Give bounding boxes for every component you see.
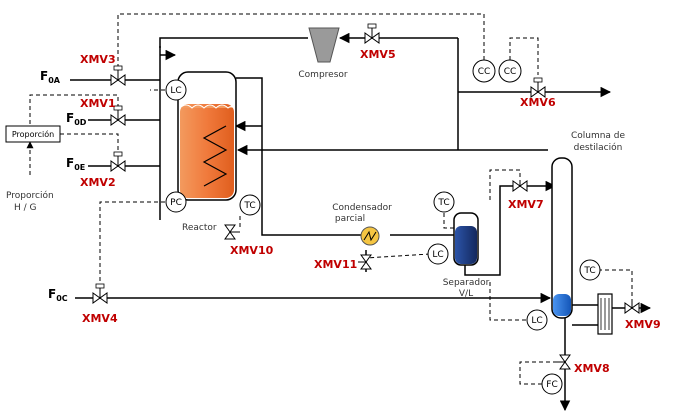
valve-xmv1[interactable] (110, 105, 126, 126)
proportion-ratio-line1: Proporción (6, 190, 54, 201)
instrument-fc[interactable]: FC (541, 373, 563, 395)
pipe-compressor-recycle (159, 37, 308, 48)
signal-fc-xmv8 (519, 361, 558, 385)
valve-label-xmv9: XMV9 (625, 318, 661, 331)
reactor: Reactor (177, 71, 237, 233)
valve-label-xmv3: XMV3 (80, 53, 116, 66)
valve-xmv5[interactable] (364, 23, 380, 44)
valve-xmv6[interactable] (530, 77, 546, 98)
flow-label-f0a: F0A (40, 69, 61, 85)
valve-label-xmv5: XMV5 (360, 48, 396, 61)
svg-text:LC: LC (170, 86, 181, 96)
instruments: LC PC TC CC CC TC LC TC (165, 59, 601, 395)
separator-label-line2: V/L (459, 289, 473, 299)
svg-text:TC: TC (243, 201, 255, 211)
proportion-ratio-line2: H / G (14, 203, 37, 213)
signal-lc-xmv11 (365, 253, 431, 259)
compressor: Compresor (298, 27, 348, 80)
instrument-tc-column[interactable]: TC (579, 259, 601, 281)
valve-labels: XMV3 XMV1 XMV2 XMV4 XMV5 XMV6 XMV7 XMV8 … (80, 48, 661, 375)
instrument-pc[interactable]: PC (165, 191, 187, 213)
valve-label-xmv8: XMV8 (574, 362, 610, 375)
valve-label-xmv2: XMV2 (80, 176, 116, 189)
signal-xmv7 (489, 169, 521, 200)
svg-text:CC: CC (478, 67, 491, 77)
valve-xmv10[interactable] (224, 224, 240, 240)
valve-label-xmv10: XMV10 (230, 244, 274, 257)
signal-lc-column (489, 280, 526, 321)
instrument-lc-reactor[interactable]: LC (165, 79, 187, 101)
column-label-line1: Columna de (571, 131, 626, 141)
valve-label-xmv6: XMV6 (520, 96, 556, 109)
svg-text:CC: CC (504, 67, 517, 77)
signal-pc-xmv4 (99, 201, 165, 290)
signal-cc2-xmv6 (509, 37, 539, 75)
valve-xmv3[interactable] (110, 65, 126, 86)
compressor-label: Compresor (298, 70, 348, 80)
signal-cc1-xmv3 (117, 13, 485, 68)
instrument-lc-column[interactable]: LC (526, 309, 548, 331)
flow-labels: F0A F0D F0E F0C (40, 69, 87, 303)
svg-text:TC: TC (583, 266, 595, 276)
pipe-reactor-top (236, 77, 263, 126)
reactor-label: Reactor (182, 223, 217, 233)
svg-text:LC: LC (531, 316, 542, 326)
valve-xmv4[interactable] (92, 283, 108, 304)
condenser-label-line2: parcial (335, 214, 365, 224)
instrument-cc1[interactable]: CC (472, 59, 496, 83)
svg-text:FC: FC (546, 380, 557, 390)
reactor-coil (202, 125, 228, 187)
instrument-lc-separator[interactable]: LC (427, 243, 449, 265)
valve-xmv9[interactable] (624, 300, 640, 314)
proportion-block: Proporción Proporción H / G (5, 125, 61, 213)
column-vessel (551, 157, 573, 319)
partial-condenser: Condensador parcial (332, 203, 392, 246)
valve-label-xmv1: XMV1 (80, 97, 116, 110)
instrument-cc2[interactable]: CC (498, 59, 522, 83)
column-label-line2: destilación (574, 142, 623, 153)
column-liquid (553, 294, 571, 316)
valve-label-xmv7: XMV7 (508, 198, 544, 211)
valve-xmv2[interactable] (110, 151, 126, 172)
proportion-box-label: Proporción (12, 129, 54, 139)
instrument-tc-reactor[interactable]: TC (239, 194, 261, 216)
flow-label-f0d: F0D (66, 111, 87, 127)
separator-liquid (455, 226, 477, 264)
svg-text:TC: TC (437, 198, 449, 208)
condenser-label-line1: Condensador (332, 203, 392, 213)
valve-xmv7[interactable] (512, 180, 528, 192)
proportion-box (5, 125, 61, 143)
svg-text:PC: PC (170, 198, 182, 208)
flow-label-f0c: F0C (48, 287, 68, 303)
separator: Separador V/L (443, 212, 490, 299)
signal-proportion-xmv2 (60, 133, 119, 156)
valve-xmv11[interactable] (358, 254, 372, 270)
valve-label-xmv11: XMV11 (314, 258, 357, 271)
valve-label-xmv4: XMV4 (82, 312, 118, 325)
valves (92, 23, 640, 370)
flow-label-f0e: F0E (66, 156, 85, 172)
svg-text:LC: LC (432, 250, 443, 260)
reactor-liquid-surface (179, 104, 235, 109)
reactor-liquid (180, 104, 234, 198)
pipe-reactor-outlet (261, 126, 368, 236)
distillation-column: Columna de destilación (551, 131, 626, 335)
valve-xmv8[interactable] (557, 354, 571, 370)
condenser-coil-icon (363, 230, 377, 242)
instrument-tc-separator[interactable]: TC (433, 191, 455, 213)
separator-label-line1: Separador (443, 278, 490, 288)
compressor-icon (308, 27, 340, 63)
signal-xmv1-proportion (29, 94, 119, 126)
signal-tc-separator (443, 213, 455, 229)
signal-lines (26, 13, 633, 385)
